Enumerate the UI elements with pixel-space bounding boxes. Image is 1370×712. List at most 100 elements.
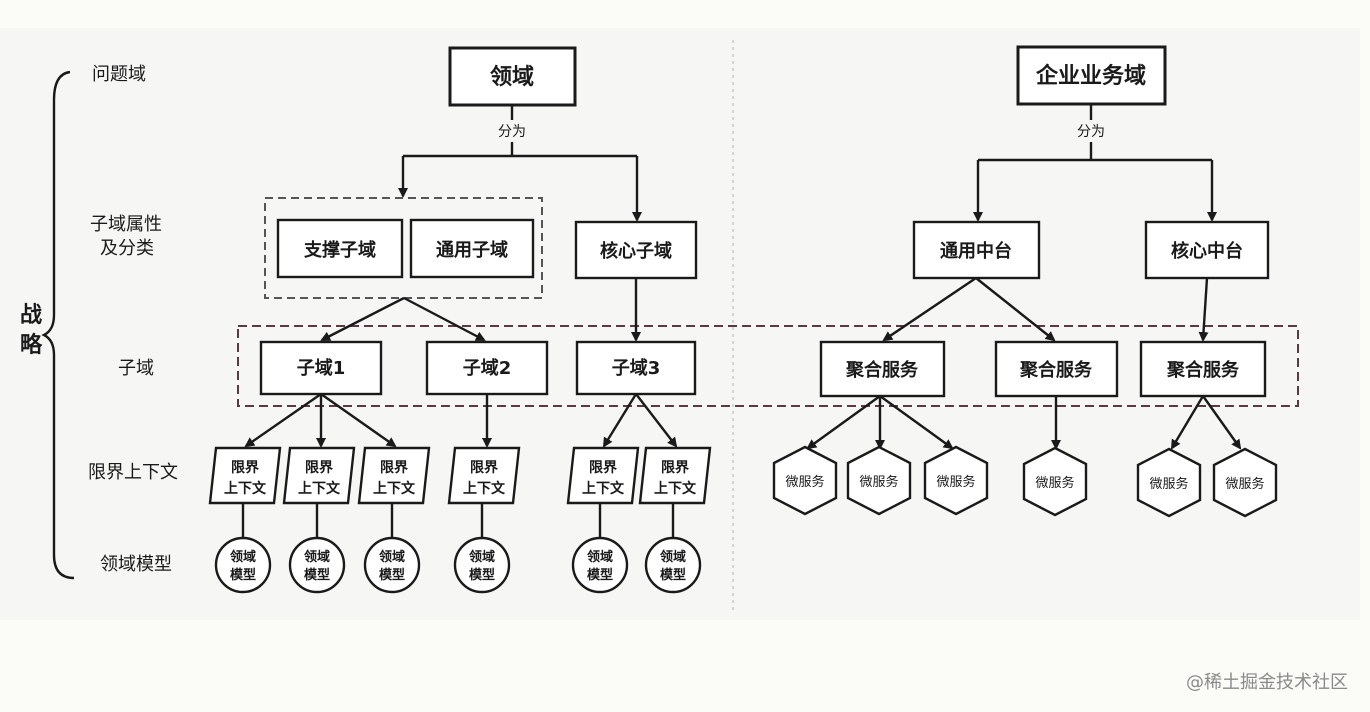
arrow-agg3-ms6 — [1202, 395, 1242, 450]
microservice-1: 微服务 — [772, 445, 838, 516]
bounded-context-3: 限界 上下文 — [357, 446, 431, 540]
svg-text:上下文: 上下文 — [654, 480, 697, 497]
svg-text:微服务: 微服务 — [859, 474, 898, 490]
generic-platform-box — [912, 220, 1041, 280]
subdomain-2-box — [425, 340, 549, 396]
bounded-context-5: 限界 上下文 — [566, 446, 640, 540]
strategy-label-1: 战 — [20, 303, 42, 328]
svg-text:限界: 限界 — [305, 460, 334, 476]
svg-text:模型: 模型 — [587, 567, 613, 583]
microservice-6: 微服务 — [1212, 447, 1278, 518]
svg-text:微服务: 微服务 — [1225, 476, 1264, 492]
svg-text:领域: 领域 — [379, 549, 405, 565]
svg-text:模型: 模型 — [230, 567, 256, 583]
svg-text:微服务: 微服务 — [1149, 476, 1188, 492]
arrow-agg1-ms3 — [879, 395, 954, 450]
bounded-context-6: 限界 上下文 — [638, 446, 712, 540]
arrow-sub3-ctx6 — [635, 393, 678, 448]
watermark: @稀土掘金技术社区 — [1186, 672, 1348, 693]
svg-text:模型: 模型 — [379, 567, 405, 583]
arrow-to-sub2 — [403, 296, 486, 342]
domain-model-2: 领域 模型 — [288, 536, 346, 594]
level-problem-domain: 问题域 — [92, 64, 146, 85]
bounded-context-4: 限界 上下文 — [447, 446, 521, 540]
supporting-subdomain-label: 支撑子域 — [303, 239, 376, 261]
arrow-sub1-ctx1 — [244, 393, 322, 448]
aggregate-service-1-box — [819, 340, 946, 398]
strategy-brace — [41, 70, 75, 580]
supporting-subdomain-box — [276, 218, 404, 279]
generic-platform-label: 通用中台 — [940, 240, 1012, 262]
svg-text:上下文: 上下文 — [224, 480, 267, 497]
arrow-to-sub1 — [320, 296, 405, 342]
domain-root-label: 领域 — [490, 64, 534, 90]
svg-text:模型: 模型 — [660, 567, 686, 583]
level-bounded-context: 限界上下文 — [88, 462, 178, 483]
strategy-label-2: 略 — [20, 332, 43, 358]
svg-text:领域: 领域 — [660, 549, 686, 565]
svg-text:模型: 模型 — [304, 567, 330, 583]
svg-text:微服务: 微服务 — [1035, 475, 1074, 491]
svg-text:模型: 模型 — [469, 567, 495, 583]
core-platform-box — [1144, 220, 1270, 280]
core-subdomain-label: 核心子域 — [600, 240, 672, 262]
svg-text:微服务: 微服务 — [785, 474, 824, 490]
svg-text:限界: 限界 — [380, 460, 409, 476]
microservice-5: 微服务 — [1136, 447, 1202, 518]
aggregate-service-1-label: 聚合服务 — [845, 359, 919, 381]
core-platform-label: 核心中台 — [1171, 240, 1243, 262]
aggregate-service-2-label: 聚合服务 — [1019, 359, 1093, 381]
level-subdomain-attr-1: 子域属性 — [90, 214, 162, 235]
generic-subdomain-label: 通用子域 — [436, 239, 508, 261]
subdomain-3-box — [575, 340, 697, 396]
microservice-4: 微服务 — [1022, 446, 1088, 517]
domain-model-4: 领域 模型 — [453, 536, 511, 594]
domain-model-1: 领域 模型 — [214, 536, 272, 594]
microservice-2: 微服务 — [846, 445, 912, 516]
svg-text:领域: 领域 — [304, 549, 330, 565]
subdomain-2-label: 子域2 — [463, 357, 512, 379]
svg-text:微服务: 微服务 — [936, 474, 975, 490]
level-subdomain-attr-2: 及分类 — [100, 238, 154, 259]
enterprise-split-label: 分为 — [1077, 124, 1105, 140]
svg-text:上下文: 上下文 — [373, 480, 416, 497]
arrow-agg1-ms1 — [806, 395, 881, 450]
core-subdomain-box — [574, 220, 698, 280]
subdomain-3-label: 子域3 — [612, 357, 661, 379]
svg-text:限界: 限界 — [661, 460, 690, 476]
arrow-agg3-ms5 — [1170, 395, 1205, 450]
domain-model-3: 领域 模型 — [363, 536, 421, 594]
bounded-context-1: 限界 上下文 — [208, 446, 282, 540]
svg-text:上下文: 上下文 — [298, 480, 341, 497]
arrow-to-agg2 — [975, 277, 1056, 342]
level-subdomain: 子域 — [118, 358, 154, 379]
arrow-to-agg1 — [882, 277, 977, 342]
arrow-to-agg3 — [1198, 277, 1209, 342]
bounded-context-2: 限界 上下文 — [282, 446, 356, 540]
microservice-3: 微服务 — [923, 445, 989, 516]
paper-background — [0, 28, 1360, 620]
enterprise-root-label: 企业业务域 — [1035, 63, 1146, 89]
subdomain-1-box — [259, 340, 383, 396]
domain-model-6: 领域 模型 — [644, 536, 702, 594]
arrow-sub3-ctx5 — [602, 393, 638, 448]
aggregate-service-3-label: 聚合服务 — [1166, 359, 1240, 381]
svg-text:限界: 限界 — [231, 460, 260, 476]
svg-text:限界: 限界 — [589, 460, 618, 476]
domain-split-label: 分为 — [498, 124, 526, 140]
svg-text:领域: 领域 — [230, 549, 256, 565]
domain-model-5: 领域 模型 — [571, 536, 629, 594]
arrow-sub1-ctx3 — [320, 393, 397, 448]
subdomain-band — [237, 325, 1299, 407]
svg-text:上下文: 上下文 — [463, 480, 506, 497]
svg-text:上下文: 上下文 — [582, 480, 625, 497]
subdomain-1-label: 子域1 — [297, 357, 346, 379]
svg-text:领域: 领域 — [469, 549, 495, 565]
domain-root-box — [448, 46, 577, 107]
svg-text:领域: 领域 — [587, 549, 613, 565]
level-domain-model: 领域模型 — [100, 554, 172, 575]
generic-subdomain-box — [409, 218, 535, 279]
supporting-generic-group — [264, 197, 543, 299]
